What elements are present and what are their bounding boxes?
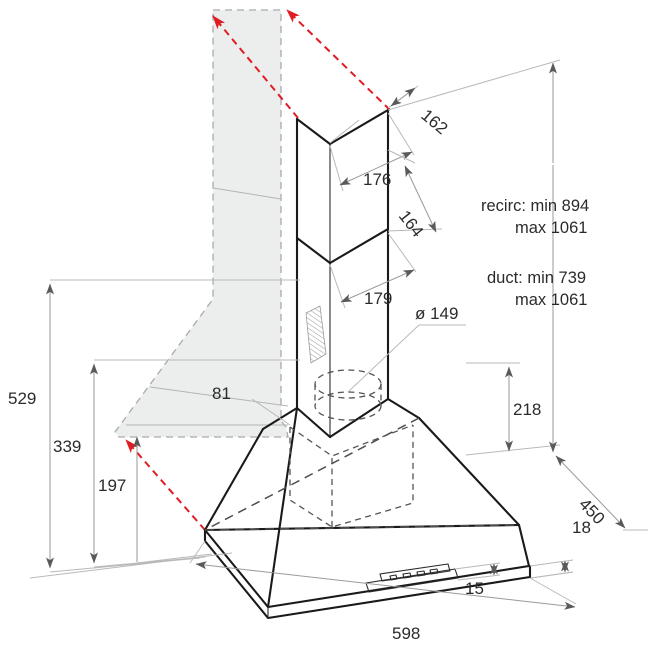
dim-label-529: 529 <box>8 389 36 408</box>
dim-label-diameter-149: ø 149 <box>415 304 458 323</box>
dim-label-197: 197 <box>98 476 126 495</box>
hood-canopy <box>203 397 532 620</box>
dimension-width-598: 598 <box>189 540 576 643</box>
extension-indicator-lines <box>125 9 391 531</box>
dimension-panel-15: 15 <box>454 562 501 598</box>
installation-notes: recirc: min 894 max 1061 duct: min 739 m… <box>481 197 589 309</box>
dimension-total-height-529: 529 <box>8 279 300 573</box>
chimney <box>295 108 390 439</box>
air-outlet-duct <box>314 369 382 421</box>
dimension-canopy-height-197: 197 <box>98 436 213 564</box>
dimension-chimney-lower-width: 179 <box>329 232 417 309</box>
dim-label-164: 164 <box>395 207 427 241</box>
dim-label-18: 18 <box>572 518 591 537</box>
overall-height-reference-line <box>387 59 561 163</box>
chimney-grille-vent <box>305 305 327 364</box>
dim-label-598: 598 <box>392 624 420 643</box>
dim-label-179: 179 <box>364 289 392 308</box>
dimension-218: 218 <box>465 362 561 456</box>
dimension-rim-18: 18 <box>529 518 591 579</box>
dimension-wall-offset-81: 81 <box>212 384 291 426</box>
dimension-chimney-step: 164 <box>387 149 443 241</box>
baseline-reference <box>29 552 233 579</box>
note-duct-min: duct: min 739 <box>487 269 586 287</box>
note-duct-max: max 1061 <box>515 291 587 309</box>
dimension-depth-450: 450 <box>555 455 648 531</box>
dim-label-176: 176 <box>363 170 391 189</box>
note-recirc-min: recirc: min 894 <box>481 197 589 215</box>
dim-label-218: 218 <box>513 400 541 419</box>
dim-label-339: 339 <box>53 437 81 456</box>
dimension-chimney-upper-width: 176 <box>329 112 415 192</box>
note-recirc-max: max 1061 <box>515 219 587 237</box>
dim-label-81: 81 <box>212 384 231 403</box>
control-panel[interactable] <box>365 563 459 593</box>
wall-projection-ghost <box>114 9 289 438</box>
width-extension-right <box>529 577 577 605</box>
dim-label-162: 162 <box>417 106 451 139</box>
dimension-outlet-diameter: ø 149 <box>347 304 466 393</box>
